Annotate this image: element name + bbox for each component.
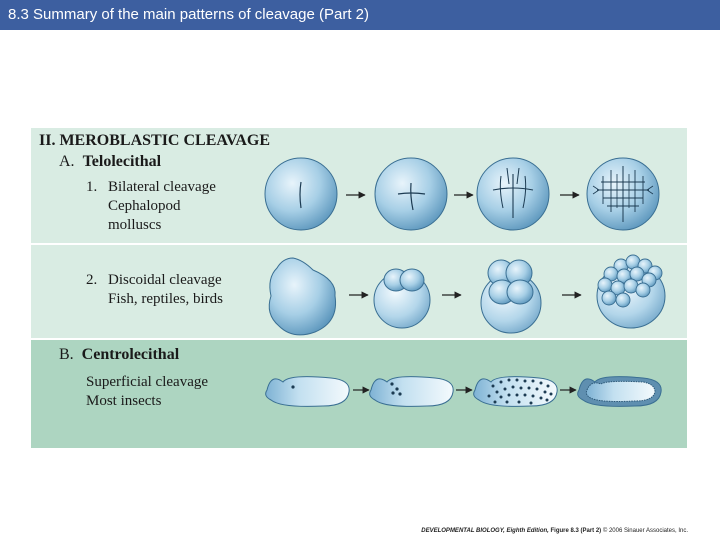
group-a-letter: A. (59, 153, 75, 170)
caption-figure: Figure 8.3 (Part 2) (548, 528, 602, 534)
item1-line2: Cephalopod (108, 198, 181, 214)
superficial-stage-3 (473, 376, 558, 407)
discoidal-stage-3 (480, 259, 542, 334)
cleavage-figure: II. MEROBLASTIC CLEAVAGE A. Telolecithal… (31, 128, 687, 448)
group-b-line2: Most insects (86, 393, 162, 409)
bilateral-stage-1 (264, 157, 338, 231)
caption-copyright: © 2006 Sinauer Associates, Inc. (601, 528, 688, 534)
discoidal-stage-4 (596, 254, 666, 329)
group-b-line1: Superficial cleavage (86, 374, 209, 390)
superficial-stage-1 (265, 376, 350, 407)
slide-title: 8.3 Summary of the main patterns of clea… (0, 0, 720, 30)
item2-line1: Discoidal cleavage (108, 272, 222, 288)
group-a-name: Telolecithal (82, 153, 162, 170)
item1-line1: Bilateral cleavage (108, 179, 216, 195)
cleavage-illustrations (264, 157, 666, 407)
item1-number: 1. (86, 179, 98, 195)
bilateral-stage-3 (476, 157, 550, 231)
item2-line2: Fish, reptiles, birds (108, 291, 223, 307)
superficial-stage-4 (577, 376, 662, 407)
item2-number: 2. (86, 272, 98, 288)
bilateral-stage-2 (374, 157, 448, 231)
discoidal-stage-1 (268, 257, 337, 336)
figure-caption: DEVELOPMENTAL BIOLOGY, Eighth Edition, F… (421, 528, 688, 534)
group-b-letter: B. (59, 346, 74, 363)
superficial-stage-2 (369, 376, 454, 407)
item1-label: Bilateral cleavage Cephalopod molluscs (108, 178, 216, 235)
item2-label: Discoidal cleavage Fish, reptiles, birds (108, 271, 223, 309)
caption-book: DEVELOPMENTAL BIOLOGY, Eighth Edition, (421, 528, 549, 534)
group-a-heading: A. Telolecithal (59, 153, 161, 171)
bilateral-stage-4 (586, 157, 660, 231)
group-b-heading: B. Centrolecithal (59, 346, 179, 364)
group-b-label: Superficial cleavage Most insects (86, 373, 208, 411)
discoidal-row (31, 243, 687, 340)
item1-line3: molluscs (108, 217, 162, 233)
group-b-name: Centrolecithal (81, 346, 180, 363)
discoidal-stage-2 (373, 268, 431, 329)
section-heading: II. MEROBLASTIC CLEAVAGE (39, 132, 271, 149)
